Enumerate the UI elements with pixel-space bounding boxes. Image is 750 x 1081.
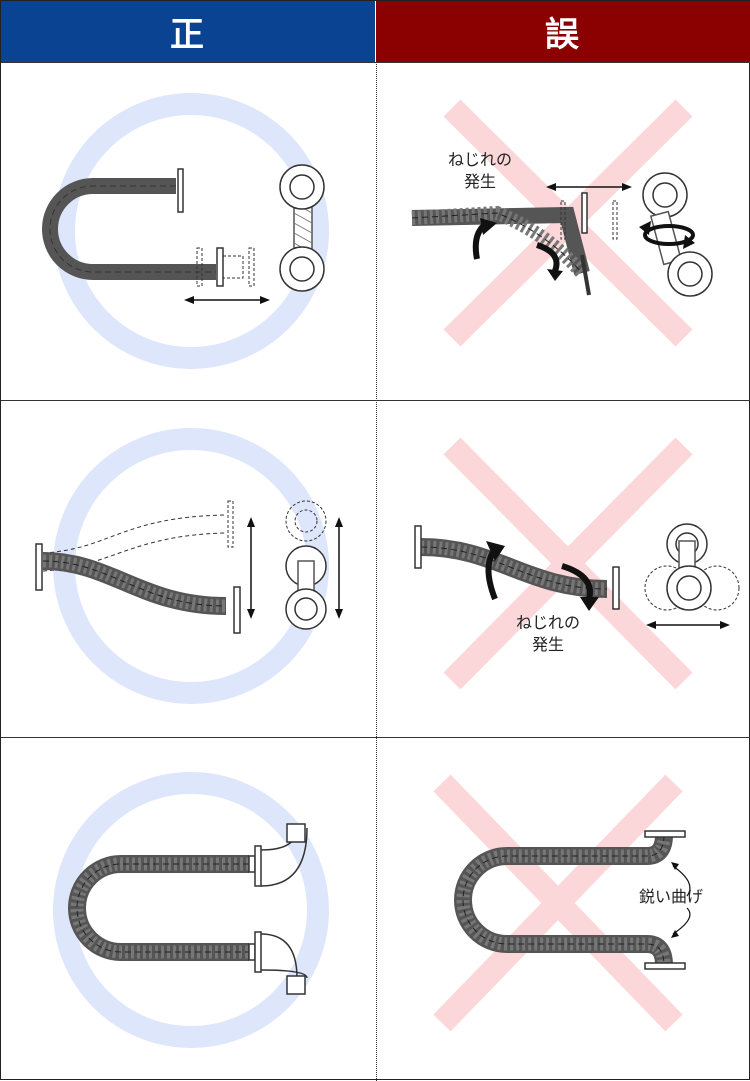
twist-label-2-line-2: 発生	[531, 635, 564, 654]
sharp-bend-label-line-1: 鋭い曲げ	[638, 887, 703, 906]
row3-wrong-cell: 鋭い曲げ	[377, 738, 750, 1080]
row3-correct-cell	[1, 738, 375, 1080]
axial-arrow-right	[260, 296, 270, 304]
wrong-header: 誤	[376, 1, 750, 62]
header-divider	[1, 62, 750, 63]
flange-bottom	[216, 247, 224, 287]
row1-correct-cell	[1, 63, 375, 400]
hose-centerline	[49, 185, 216, 273]
row2-correct-cell	[1, 401, 375, 737]
row2-wrong-cell: ねじれの 発生	[377, 401, 750, 737]
correct-header-label: 正	[170, 15, 206, 55]
twist-label-2-line-1: ねじれの	[515, 613, 580, 632]
u-bend-hose-with-elbows-icon	[53, 772, 329, 1048]
twist-label-1-line-1: ねじれの	[447, 150, 512, 169]
side-flange-top-inner	[289, 174, 315, 200]
twist-label-1-line-2: 発生	[463, 172, 496, 191]
offset-hose-lateral-movement-icon	[35, 428, 343, 704]
sharp-bend-label: 鋭い曲げ	[621, 886, 721, 908]
u-bend-hose-sharp-bend-icon	[433, 774, 691, 1032]
correct-circle-mark	[53, 93, 329, 369]
row-divider-1	[1, 400, 750, 401]
column-divider	[376, 62, 377, 1081]
twist-label-1: ねじれの 発生	[435, 149, 525, 193]
side-flange-bottom-inner	[289, 256, 315, 282]
twist-label-2: ねじれの 発生	[503, 612, 593, 656]
flange-prev-dashed	[196, 247, 203, 287]
row1-wrong-cell: ねじれの 発生	[377, 63, 750, 400]
flange-top	[177, 168, 184, 213]
axial-arrow-left	[184, 296, 194, 304]
flange-next-dashed	[248, 247, 255, 287]
hose-body	[411, 206, 590, 276]
flange-right	[581, 192, 588, 234]
wrong-header-label: 誤	[545, 15, 581, 55]
row-divider-2	[1, 737, 750, 738]
u-bend-hose-axial-movement-icon	[42, 93, 329, 369]
twist-arrow-down	[535, 242, 560, 273]
twisted-hose-torsion-icon	[411, 99, 713, 347]
correct-header: 正	[1, 1, 375, 62]
offset-hose-twisting-icon	[414, 437, 740, 690]
flange-stroke-dashed	[222, 255, 244, 279]
flange-twisted	[580, 254, 591, 296]
